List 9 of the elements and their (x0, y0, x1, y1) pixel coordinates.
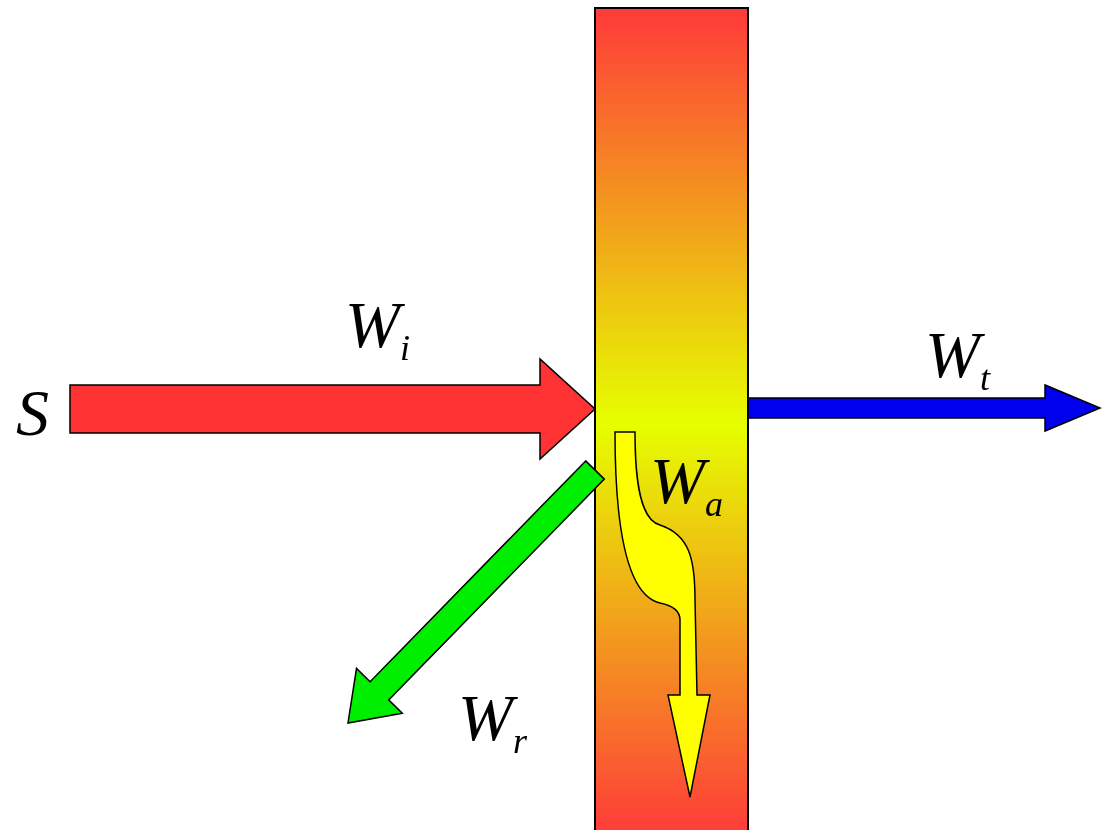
transmitted-arrow (747, 383, 1102, 433)
symbol-label: S (16, 380, 49, 446)
slab (594, 7, 749, 830)
incident-arrow (69, 357, 597, 461)
flow-label: W$_{a}$ (650, 448, 723, 522)
edge-label: W$_{t}$ (925, 322, 990, 396)
reflected-arrow (347, 459, 606, 724)
edge-label: W$_{r}$ (458, 685, 527, 759)
edge-label: W$_{i}$ (345, 292, 410, 366)
